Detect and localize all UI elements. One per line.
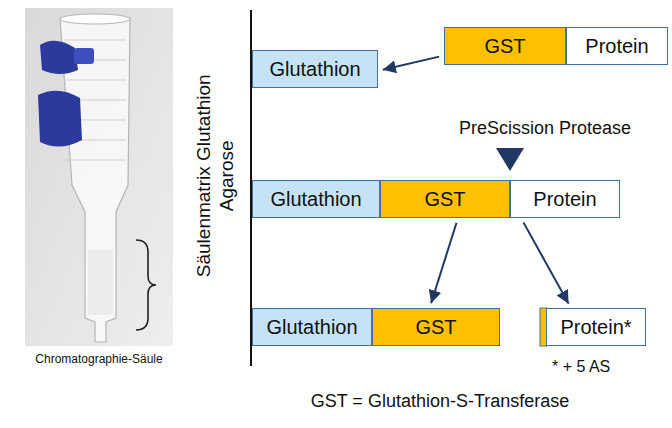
box-text: Protein	[533, 188, 596, 211]
box-text: Protein	[585, 35, 648, 58]
glutathione-box: Glutathion	[252, 50, 378, 88]
gst-box: GST	[372, 308, 500, 346]
column-matrix	[88, 250, 113, 315]
protease-label: PreScission Protease	[459, 118, 631, 140]
glove-tip	[74, 48, 94, 64]
box-text: GST	[484, 35, 525, 58]
box-text: Glutathion	[269, 58, 360, 81]
ridge-line	[64, 160, 126, 161]
glutathione-box: Glutathion	[252, 180, 380, 218]
gst-box: GST	[444, 27, 566, 65]
ridge-line	[64, 40, 126, 41]
column-rim	[60, 14, 130, 24]
footnote-label: * + 5 AS	[552, 357, 610, 376]
abbreviation-note: GST = Glutathion-S-Transferase	[311, 391, 570, 413]
matrix-label: Säulenmatrix Glutathion Agarose	[192, 69, 238, 284]
glutathione-box: Glutathion	[252, 308, 372, 346]
arrow-connector	[523, 222, 568, 303]
box-text: Glutathion	[270, 188, 361, 211]
photo-caption: Chromatographie-Säule	[35, 352, 162, 366]
box-text: Protein*	[560, 316, 631, 339]
gst-box: GST	[380, 180, 510, 218]
ridge-line	[64, 80, 126, 81]
box-text: GST	[424, 188, 465, 211]
arrow-connector	[383, 57, 439, 70]
cleavage-triangle	[496, 148, 524, 171]
box-text: GST	[415, 316, 456, 339]
protein-box: Protein	[566, 27, 668, 65]
photo-background	[25, 8, 173, 346]
bracket	[136, 240, 156, 330]
protein-box: Protein	[510, 180, 620, 218]
glove-finger	[40, 41, 78, 74]
cleaved-protein-box: Protein*	[546, 308, 646, 346]
glove-finger	[38, 91, 82, 147]
box-text: Glutathion	[266, 316, 357, 339]
arrow-connector	[431, 223, 456, 303]
